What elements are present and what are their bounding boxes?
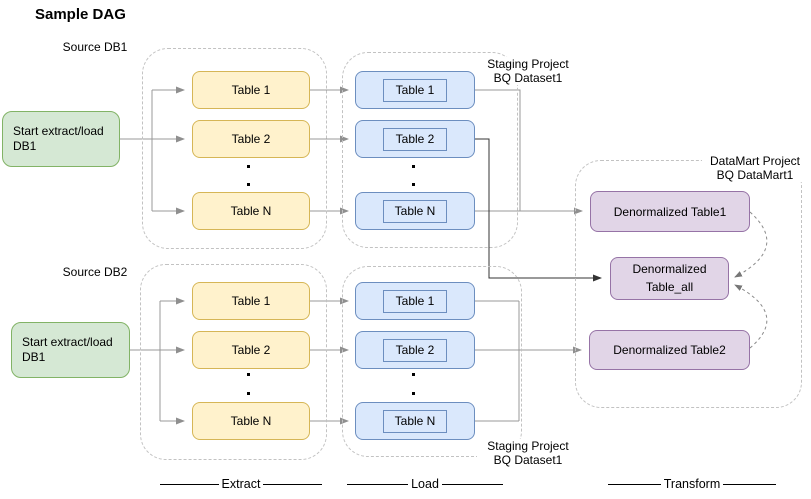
load1-tablen-label: Table N: [394, 204, 436, 218]
extract2-table2-label: Table 2: [231, 343, 271, 357]
extract2-table1-label: Table 1: [231, 294, 271, 308]
ellipsis-dot: [412, 165, 415, 168]
load1-table2-label: Table 2: [395, 132, 435, 146]
extract-db2-container: [140, 264, 327, 460]
extract2-table1-node: Table 1: [192, 282, 310, 320]
stage-extract-label: Extract: [221, 477, 261, 491]
extract1-tablen-node: Table N: [192, 192, 310, 230]
extract1-table2-label: Table 2: [231, 132, 271, 146]
source-db1-label: Source DB1: [62, 40, 128, 54]
extract1-table2-node: Table 2: [192, 120, 310, 158]
start-extract-db2-node: Start extract/load DB1: [11, 322, 130, 378]
page-title: Sample DAG: [35, 6, 126, 23]
connector-denorm1-to-denorm-all-arc: [734, 211, 768, 278]
extract1-tablen-label: Table N: [230, 204, 272, 218]
connector-load2-to-denorm2: [475, 300, 582, 422]
datamart-container: [575, 160, 802, 408]
load1-table2-inner: Table 2: [383, 127, 447, 151]
extract-db1-container: [142, 48, 327, 249]
connector-extract1-to-load1: [310, 86, 349, 215]
load2-table1-label: Table 1: [395, 294, 435, 308]
datamart-label-line2: BQ DataMart1: [716, 168, 794, 182]
denormalized-table1-label: Denormalized Table1: [613, 204, 727, 219]
source-db2-label: Source DB2: [62, 265, 128, 279]
load1-table1-label: Table 1: [395, 83, 435, 97]
staging-ds2-label-line1: Staging Project: [487, 439, 569, 453]
load1-tablen-inner: Table N: [383, 199, 447, 223]
denormalized-table2-node: Denormalized Table2: [589, 330, 750, 370]
stage-line: [263, 483, 322, 485]
start-db1-line1: Start extract/load: [13, 124, 104, 138]
load2-table2-inner: Table 2: [383, 338, 447, 362]
connector-start1-fanout: [120, 86, 185, 215]
staging-ds1-label-line2: BQ Dataset1: [493, 71, 563, 85]
start-db2-line2: DB1: [22, 350, 46, 364]
load1-table1-inner: Table 1: [383, 78, 447, 102]
load2-table1-node: Table 1: [355, 282, 475, 320]
staging-ds1-label: Staging Project BQ Dataset1: [477, 57, 579, 85]
denormalized-table-all-line1: Denormalized: [632, 262, 707, 276]
stage-legend-transform: Transform: [608, 476, 776, 492]
denormalized-table-all-line2: Table_all: [645, 280, 694, 294]
load1-tablen-node: Table N: [355, 192, 475, 230]
extract1-table1-node: Table 1: [192, 71, 310, 109]
start-db1-line2: DB1: [13, 139, 37, 153]
extract2-tablen-node: Table N: [192, 402, 310, 440]
denormalized-table2-label: Denormalized Table2: [613, 343, 726, 357]
stage-load-label: Load: [411, 477, 439, 491]
extract1-table1-label: Table 1: [231, 83, 271, 97]
connector-load1-to-denorm1: [475, 89, 583, 215]
stage-legend-load: Load: [347, 476, 503, 492]
load1-table1-node: Table 1: [355, 71, 475, 109]
start-db2-text: Start extract/load DB1: [22, 335, 113, 365]
load2-table2-node: Table 2: [355, 331, 475, 369]
load-ds2-container: [342, 266, 522, 457]
start-db1-text: Start extract/load DB1: [13, 124, 104, 154]
stage-line: [347, 483, 409, 485]
load1-table2-node: Table 2: [355, 120, 475, 158]
start-db2-line1: Start extract/load: [22, 335, 113, 349]
stage-line: [608, 483, 661, 485]
load2-tablen-inner: Table N: [383, 409, 447, 433]
load2-table1-inner: Table 1: [383, 289, 447, 313]
datamart-label-line1: DataMart Project: [709, 154, 801, 168]
load2-tablen-node: Table N: [355, 402, 475, 440]
staging-ds2-label-line2: BQ Dataset1: [493, 453, 563, 467]
load2-table2-label: Table 2: [395, 343, 435, 357]
ellipsis-dot: [412, 183, 415, 186]
ellipsis-dot: [247, 165, 250, 168]
denormalized-table1-node: Denormalized Table1: [590, 191, 750, 232]
datamart-label: DataMart Project BQ DataMart1: [702, 154, 808, 182]
stage-line: [160, 483, 219, 485]
ellipsis-dot: [412, 392, 415, 395]
staging-ds2-label: Staging Project BQ Dataset1: [477, 439, 579, 467]
start-extract-db1-node: Start extract/load DB1: [2, 111, 120, 167]
connector-start2-fanout: [130, 297, 185, 425]
connector-denorm2-to-denorm-all-arc: [734, 284, 768, 349]
staging-ds1-label-line1: Staging Project: [487, 57, 569, 71]
stage-legend-extract: Extract: [160, 476, 322, 492]
connector-extract2-to-load2: [310, 297, 349, 425]
stage-line: [441, 483, 503, 485]
connector-load1t2-to-denorm-all: [475, 138, 602, 282]
extract2-table2-node: Table 2: [192, 331, 310, 369]
load-ds1-container: [342, 52, 518, 248]
stage-line: [723, 483, 776, 485]
ellipsis-dot: [247, 392, 250, 395]
load2-tablen-label: Table N: [394, 414, 436, 428]
ellipsis-dot: [247, 183, 250, 186]
ellipsis-dot: [247, 373, 250, 376]
ellipsis-dot: [412, 373, 415, 376]
extract2-tablen-label: Table N: [230, 414, 272, 428]
stage-transform-label: Transform: [663, 477, 721, 491]
denormalized-table-all-node: Denormalized Table_all: [610, 257, 729, 300]
